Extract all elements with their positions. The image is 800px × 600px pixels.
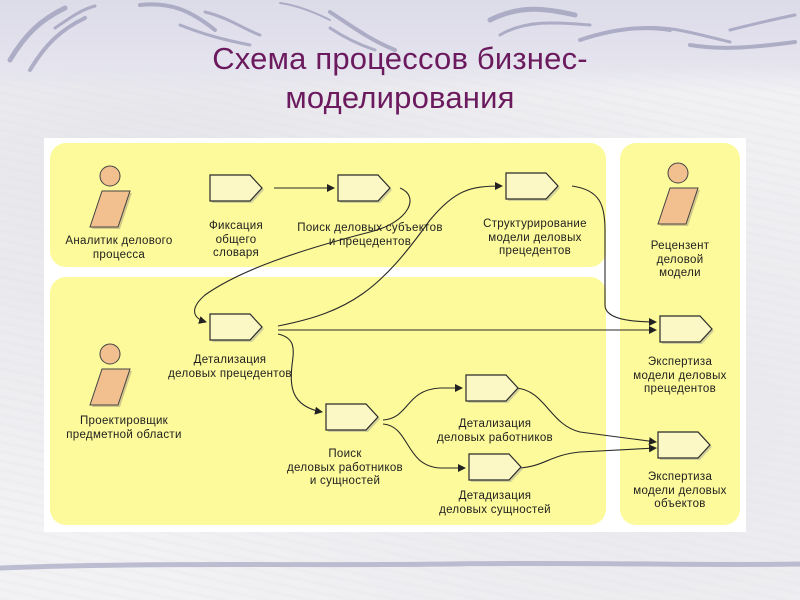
label-line: прецедентов — [643, 383, 717, 395]
label-line: и сущностей — [309, 475, 381, 487]
label-line: процесса — [92, 248, 146, 261]
label-line: деловых прецедентов — [168, 367, 292, 380]
activity-review-cases-icon — [659, 315, 715, 345]
label-line: Поиск деловых субъектов — [297, 222, 443, 234]
label-line: деловой — [656, 253, 704, 266]
activity-fix-vocab-icon — [209, 174, 265, 204]
activity-find-subjects-label: Поиск деловых субъектов и прецедентов — [270, 222, 470, 249]
flow-find-subjects-to-detail-cases — [194, 187, 411, 324]
swimlane-analyst — [50, 143, 606, 267]
label-line: общего — [215, 233, 257, 246]
label-line: и прецедентов — [328, 235, 412, 248]
activity-find-workers-icon — [325, 403, 381, 433]
activity-fix-vocab-label: Фиксация общего словаря — [196, 220, 276, 261]
label-line: модели деловых — [633, 484, 727, 497]
activity-detail-cases-icon — [209, 313, 265, 343]
label-line: Детадизация — [458, 490, 532, 502]
flow-detail-cases-to-find-workers — [277, 333, 323, 415]
label-line: Структурирование — [483, 218, 587, 230]
label-line: предметной области — [66, 428, 182, 441]
label-line: Фиксация — [208, 220, 264, 232]
actor-designer-icon — [89, 343, 133, 408]
label-line: Рецензент — [650, 240, 710, 252]
header-band — [0, 0, 800, 92]
flow-find-workers-to-detail-workers — [382, 384, 463, 421]
flow-structure-to-review-cases — [571, 185, 657, 326]
slide-title-line-2: моделирования — [285, 80, 515, 115]
actor-designer-label: Проектировщик предметной области — [44, 415, 204, 442]
label-line: прецедентов — [498, 245, 572, 257]
activity-detail-entities-label: Детадизация деловых сущностей — [420, 490, 570, 517]
label-line: Аналитик делового — [65, 235, 173, 247]
swimlane-designer — [50, 277, 606, 525]
actor-analyst-icon — [89, 165, 133, 230]
actor-analyst-label: Аналитик делового процесса — [44, 235, 194, 262]
activity-find-subjects-icon — [337, 174, 393, 204]
flow-find-workers-to-detail-entities — [382, 423, 466, 472]
activity-detail-cases-label: Детализация деловых прецедентов — [150, 354, 310, 381]
label-line: деловых работников — [287, 461, 403, 474]
label-line: Детализация — [458, 418, 532, 430]
label-line: Поиск — [328, 448, 362, 460]
label-line: модели — [659, 267, 701, 279]
label-line: словаря — [213, 247, 259, 259]
activity-detail-entities-icon — [468, 453, 524, 483]
activity-detail-workers-icon — [465, 374, 521, 404]
label-line: деловых сущностей — [439, 503, 551, 516]
actor-reviewer-label: Рецензент деловой модели — [625, 240, 735, 281]
label-line: модели деловых — [488, 231, 582, 244]
activity-review-objects-icon — [657, 431, 713, 461]
label-line: деловых работников — [437, 431, 553, 444]
flow-detail-entities-to-review-objects — [519, 444, 657, 469]
label-line: модели деловых — [633, 369, 727, 382]
actor-reviewer-icon — [657, 162, 701, 227]
activity-structure-label: Структурирование модели деловых прецеден… — [465, 218, 605, 259]
activity-structure-icon — [505, 172, 561, 202]
slide-title-line-1: Схема процессов бизнес- — [212, 41, 588, 76]
label-line: Детализация — [193, 354, 267, 366]
label-line: Проектировщик — [79, 415, 169, 427]
activity-review-cases-label: Экспертиза модели деловых прецедентов — [615, 356, 745, 397]
decorative-swirls — [7, 2, 797, 72]
label-line: объектов — [654, 498, 706, 510]
flow-detail-cases-to-structure — [277, 182, 503, 327]
flow-detail-workers-to-review-objects — [515, 387, 657, 446]
activity-find-workers-label: Поиск деловых работников и сущностей — [270, 448, 420, 489]
decorative-bottom-stroke — [0, 560, 800, 571]
label-line: Экспертиза — [647, 356, 713, 368]
activity-review-objects-label: Экспертиза модели деловых объектов — [615, 471, 745, 512]
activity-detail-workers-label: Детализация деловых работников — [420, 418, 570, 445]
label-line: Экспертиза — [647, 471, 713, 483]
